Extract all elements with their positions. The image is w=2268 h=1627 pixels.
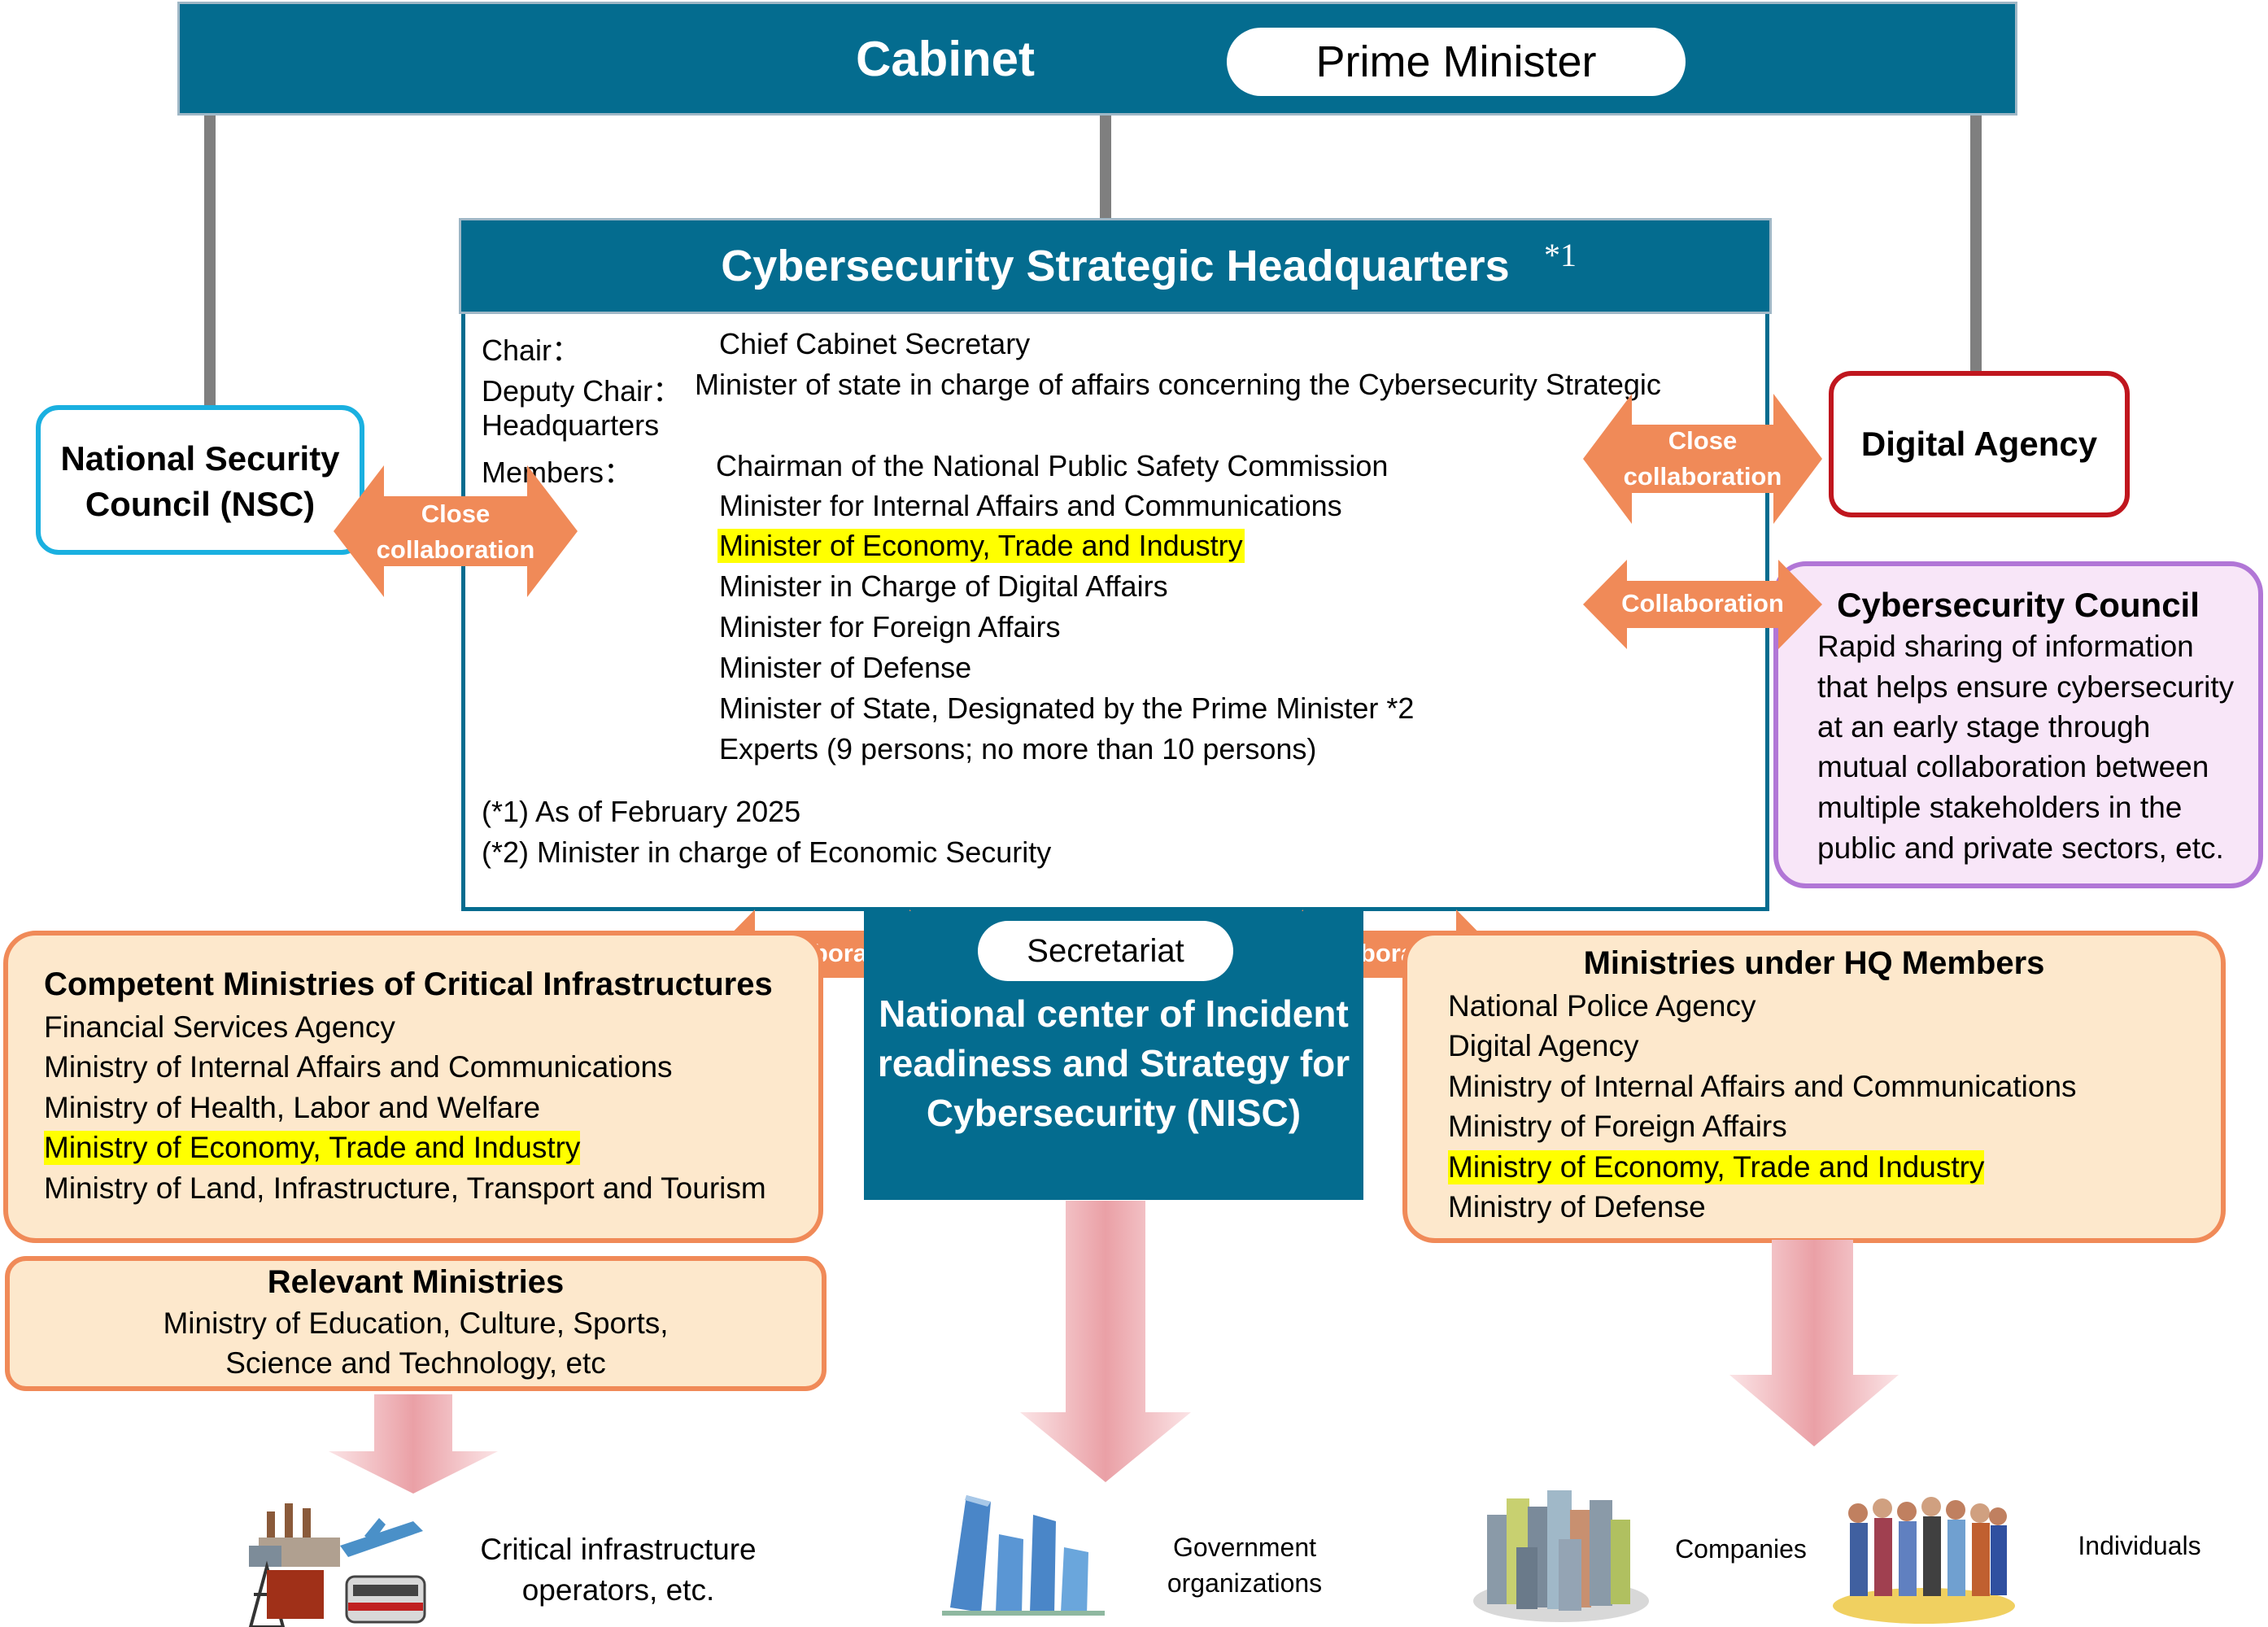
critical-ministry-item: Ministry of Health, Labor and Welfare [44, 1091, 541, 1124]
council-collab-label: Collaboration [1621, 589, 1784, 617]
government-organizations-label-line: Government [1172, 1533, 1317, 1562]
digital-agency-box [1829, 371, 2130, 517]
government-buildings-icon [942, 1495, 1105, 1616]
hq-members-label: Members： [482, 456, 634, 489]
hq-member-item: Experts (9 persons; no more than 10 pers… [719, 732, 1317, 766]
down-arrow-icon [329, 1394, 498, 1494]
connector-cabinet-digital-agency [1970, 116, 1982, 371]
arrow-label-line: collaboration [1623, 462, 1782, 491]
hq-member-item-highlighted: Minister of Economy, Trade and Industry [717, 529, 1245, 563]
individuals-group-icon [1833, 1497, 2015, 1624]
critical-infrastructure-icon [248, 1503, 426, 1627]
council-description-line: multiple stakeholders in the [1817, 791, 2183, 824]
cabinet-title: Cabinet [855, 32, 1036, 86]
hq-body-box [461, 312, 1769, 911]
critical-ministry-item: Ministry of Land, Infrastructure, Transp… [44, 1171, 766, 1205]
hq-member-ministries-title: Ministries under HQ Members [1583, 945, 2045, 981]
council-description-line: public and private sectors, etc. [1817, 831, 2224, 865]
double-arrow-icon [1583, 394, 1822, 524]
hq-member-ministry-item: Digital Agency [1448, 1029, 1639, 1062]
cybersecurity-council-box [1773, 561, 2263, 888]
government-organizations-label: Government organizations [1131, 1529, 1359, 1601]
critical-operators-label-line: operators, etc. [521, 1573, 715, 1607]
companies-label: Companies [1675, 1534, 1807, 1564]
hq-member-item: Chairman of the National Public Safety C… [716, 449, 1389, 482]
hq-note: (*2) Minister in charge of Economic Secu… [482, 835, 1052, 869]
arrow-label-line: Close [421, 499, 491, 528]
critical-operators-label: Critical infrastructure operators, etc. [439, 1529, 797, 1611]
nsc-box [36, 405, 364, 555]
nsc-label: National Security Council (NSC) [36, 436, 364, 527]
secretariat-pill: Secretariat [978, 921, 1233, 981]
hq-member-ministry-item: Ministry of Defense [1448, 1190, 1706, 1224]
hq-deputy-value-cont: Headquarters [482, 408, 660, 442]
double-arrow-icon [334, 465, 578, 597]
hq-deputy-label: Deputy Chair： [482, 374, 683, 408]
hq-title: Cybersecurity Strategic Headquarters [721, 242, 1510, 290]
hq-member-ministry-item: Ministry of Internal Affairs and Communi… [1448, 1070, 2077, 1103]
hq-member-item: Minister for Foreign Affairs [719, 610, 1061, 643]
relevant-ministries-line: Ministry of Education, Culture, Sports, [163, 1306, 669, 1340]
arrow-label-line: collaboration [376, 535, 535, 564]
digital-agency-collab-label: Close collaboration [1599, 423, 1806, 495]
companies-buildings-icon [1473, 1490, 1649, 1622]
critical-ministry-item: Ministry of Internal Affairs and Communi… [44, 1050, 673, 1084]
prime-minister-pill: Prime Minister [1227, 28, 1686, 96]
nsc-label-line: National Security [60, 439, 340, 478]
relevant-ministries-box [5, 1256, 827, 1391]
connector-cabinet-hq [1100, 116, 1111, 218]
council-description-line: Rapid sharing of information [1817, 630, 2194, 663]
nisc-name: National center of Incident readiness an… [864, 989, 1363, 1138]
council-description-line: at an early stage through [1817, 710, 2151, 744]
hq-member-ministries-box [1402, 931, 2226, 1243]
hq-note-mark: *1 [1544, 237, 1577, 273]
hq-member-item: Minister for Internal Affairs and Commun… [719, 489, 1342, 522]
down-arrow-icon [1020, 1201, 1191, 1482]
connector-cabinet-nsc [204, 116, 216, 405]
cabinet-box [177, 2, 2017, 116]
hq-deputy-value: Minister of state in charge of affairs c… [695, 368, 1661, 401]
hq-member-ministry-item: National Police Agency [1448, 989, 1756, 1023]
council-description-line: mutual collaboration between [1817, 750, 2209, 783]
nisc-name-line: readiness and Strategy for [877, 1042, 1350, 1084]
hq-member-item: Minister of Defense [719, 651, 972, 684]
relevant-ministries-line: Science and Technology, etc [225, 1346, 606, 1380]
double-arrow-icon [1583, 560, 1822, 649]
critical-operators-label-line: Critical infrastructure [480, 1533, 757, 1566]
hq-note: (*1) As of February 2025 [482, 795, 801, 828]
critical-ministry-item: Financial Services Agency [44, 1010, 395, 1044]
critical-ministries-box [3, 931, 823, 1243]
down-arrow-icon [1729, 1240, 1899, 1446]
cybersecurity-council-title: Cybersecurity Council [1837, 586, 2200, 624]
council-description-line: that helps ensure cybersecurity [1817, 670, 2235, 704]
digital-agency-label: Digital Agency [1860, 425, 2098, 463]
hq-member-ministry-item-highlighted: Ministry of Economy, Trade and Industry [1448, 1150, 1985, 1184]
hq-chair-label: Chair： [482, 334, 582, 367]
hq-chair-value: Chief Cabinet Secretary [719, 327, 1031, 360]
individuals-label: Individuals [2078, 1531, 2201, 1560]
relevant-ministries-title: Relevant Ministries [267, 1264, 565, 1300]
arrow-label-line: Close [1668, 426, 1738, 455]
nisc-name-line: Cybersecurity (NISC) [926, 1092, 1302, 1134]
hq-member-item: Minister in Charge of Digital Affairs [719, 569, 1168, 603]
hq-header [459, 218, 1772, 314]
nsc-label-line: Council (NSC) [85, 485, 316, 523]
hq-member-item: Minister of State, Designated by the Pri… [719, 691, 1415, 725]
critical-ministry-item-highlighted: Ministry of Economy, Trade and Industry [44, 1131, 581, 1165]
critical-ministries-title: Competent Ministries of Critical Infrast… [44, 966, 773, 1002]
nsc-collab-label: Close collaboration [350, 496, 561, 568]
nisc-name-line: National center of Incident [879, 992, 1349, 1035]
hq-member-ministry-item: Ministry of Foreign Affairs [1448, 1110, 1787, 1143]
government-organizations-label-line: organizations [1167, 1568, 1323, 1598]
